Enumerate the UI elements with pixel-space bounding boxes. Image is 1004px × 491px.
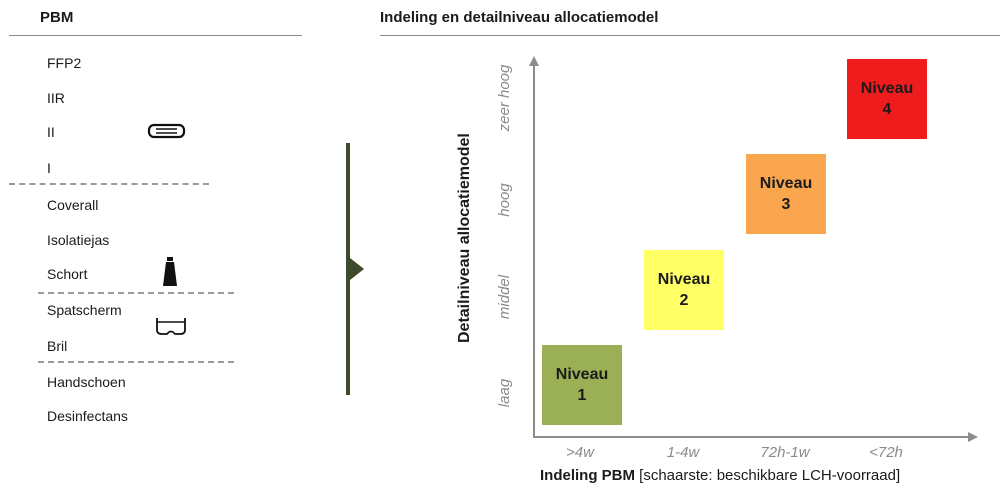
y-level-label: hoog <box>496 183 513 217</box>
x-axis-title-rest: [schaarste: beschikbare LCH-voorraad] <box>635 467 901 484</box>
gown-icon <box>163 257 177 286</box>
y-axis-title: Detailniveau allocatiemodel <box>456 133 473 343</box>
level-box-4: Niveau 4 <box>847 59 927 139</box>
level-box-word: Niveau <box>860 80 914 97</box>
x-tick-label: >4w <box>566 444 594 461</box>
x-tick-label: 72h-1w <box>760 444 810 461</box>
model-title-rule <box>380 35 1000 36</box>
pbm-item-bril: Bril <box>47 338 68 354</box>
x-axis-title-bold: Indeling PBM <box>540 467 635 484</box>
level-box-word: Niveau <box>555 366 609 383</box>
x-axis <box>533 436 971 438</box>
face-mask-icon <box>147 123 186 139</box>
y-level-label: zeer hoog <box>496 64 513 132</box>
connector-line <box>346 143 350 395</box>
level-box-number: 3 <box>781 196 791 213</box>
pbm-title-rule <box>9 35 302 36</box>
y-level-label: laag <box>496 378 513 408</box>
pbm-item-i: I <box>47 160 51 176</box>
x-tick-label: <72h <box>869 444 903 461</box>
pbm-item-iir: IIR <box>47 90 65 106</box>
pbm-item-coverall: Coverall <box>47 197 99 213</box>
y-axis-arrow-icon <box>529 56 539 66</box>
pbm-title: PBM <box>40 9 74 26</box>
pbm-item-handschoen: Handschoen <box>47 374 126 390</box>
connector-arrow-icon <box>350 258 364 280</box>
level-box-number: 2 <box>679 292 689 309</box>
level-box-number: 4 <box>882 101 892 118</box>
pbm-item-desinfectans: Desinfectans <box>47 408 128 424</box>
group-divider <box>9 183 209 185</box>
level-box-word: Niveau <box>657 271 711 288</box>
x-axis-title: Indeling PBM [schaarste: beschikbare LCH… <box>540 467 900 484</box>
pbm-item-ffp2: FFP2 <box>47 55 82 71</box>
level-box-2: Niveau 2 <box>644 250 724 330</box>
pbm-item-schort: Schort <box>47 266 88 282</box>
x-axis-arrow-icon <box>968 432 978 442</box>
level-box-number: 1 <box>577 387 587 404</box>
level-box-3: Niveau 3 <box>746 154 826 234</box>
goggles-icon <box>156 318 186 335</box>
level-box-1: Niveau 1 <box>542 345 622 425</box>
pbm-item-ii: II <box>47 124 55 140</box>
y-level-label: middel <box>496 274 513 320</box>
model-title: Indeling en detailniveau allocatiemodel <box>380 9 659 26</box>
group-divider <box>38 292 234 294</box>
y-axis <box>533 64 535 438</box>
pbm-item-isolatiejas: Isolatiejas <box>47 232 110 248</box>
x-tick-label: 1-4w <box>666 444 700 461</box>
group-divider <box>38 361 234 363</box>
pbm-item-spatscherm: Spatscherm <box>47 302 122 318</box>
level-box-word: Niveau <box>759 175 813 192</box>
